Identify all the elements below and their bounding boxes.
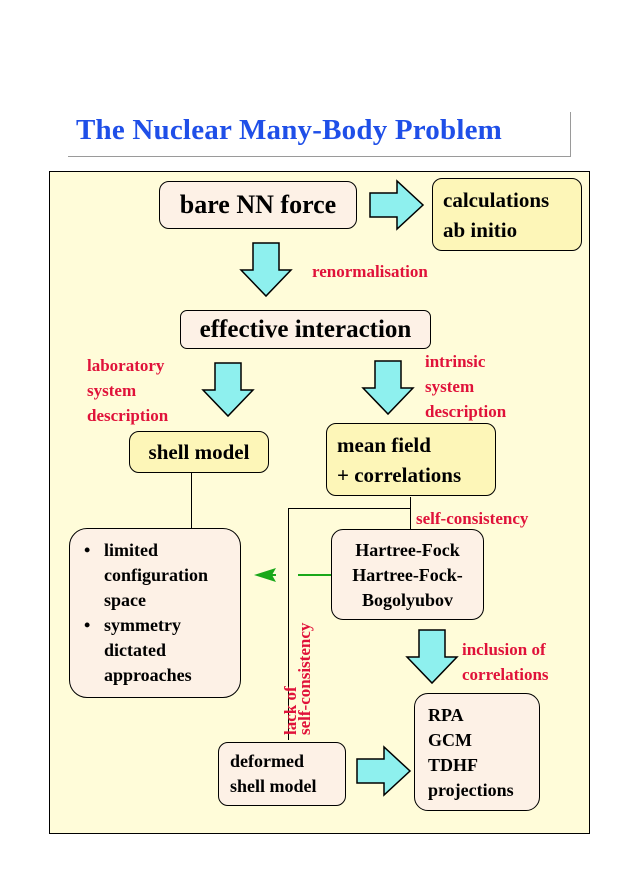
bullet-continuation: approaches — [104, 665, 192, 685]
node-bare-nn-force: bare NN force — [159, 181, 357, 229]
node-deformed-shell-model: deformed shell model — [218, 742, 346, 806]
arrow-right-icon — [356, 745, 412, 797]
node-line: TDHF — [428, 755, 479, 775]
label-laboratory: laboratory system description — [87, 356, 169, 425]
node-hartree-fock: Hartree-Fock Hartree-Fock- Bogolyubov — [331, 529, 484, 620]
node-shell-model: shell model — [129, 431, 269, 473]
node-label: shell model — [148, 440, 250, 464]
node-line: + correlations — [337, 463, 462, 487]
bullet-item: •limited — [84, 540, 158, 560]
label-self-consistency: self-consistency — [416, 509, 529, 528]
node-line: Hartree-Fock — [355, 540, 460, 560]
node-line: shell model — [230, 776, 317, 796]
arrow-down-icon — [239, 242, 293, 298]
bullet-item: •symmetry — [84, 615, 181, 635]
node-limitations: •limited configuration space •symmetry d… — [69, 528, 241, 698]
bullet-continuation: space — [104, 590, 146, 610]
node-line: GCM — [428, 730, 472, 750]
connector-shell-to-limitations — [191, 472, 192, 528]
connector-horizontal — [288, 508, 411, 509]
arrow-down-icon — [405, 629, 459, 685]
label-intrinsic: intrinsic system description — [425, 352, 507, 421]
arrow-down-icon — [361, 360, 415, 416]
node-line: deformed — [230, 751, 304, 771]
node-beyond-mean-field: RPA GCM TDHF projections — [414, 693, 540, 811]
node-label: effective interaction — [199, 316, 412, 343]
page-title: The Nuclear Many-Body Problem — [76, 114, 503, 146]
node-mean-field: mean field + correlations — [326, 423, 496, 496]
title-box: The Nuclear Many-Body Problem — [68, 112, 571, 157]
node-line: projections — [428, 780, 514, 800]
node-line: Hartree-Fock- — [352, 565, 463, 585]
node-line: calculations — [443, 188, 550, 212]
connector-vertical-left — [288, 508, 289, 740]
node-ab-initio: calculations ab initio — [432, 178, 582, 251]
node-line: mean field — [337, 433, 431, 457]
arrow-right-icon — [369, 179, 425, 231]
node-effective-interaction: effective interaction — [180, 310, 431, 349]
label-inclusion-of-correlations: inclusion of correlations — [462, 640, 549, 684]
label-self-consistency-vertical: self-consistency — [295, 622, 314, 735]
bullet-continuation: dictated — [104, 640, 166, 660]
arrow-down-icon — [201, 362, 255, 418]
bullet-continuation: configuration — [104, 565, 209, 585]
node-line: ab initio — [443, 218, 518, 242]
node-line: Bogolyubov — [361, 590, 454, 610]
node-label: bare NN force — [179, 190, 337, 219]
label-renormalisation: renormalisation — [312, 262, 428, 281]
connector-meanfield-down — [410, 497, 411, 529]
green-arrow-icon — [254, 568, 332, 582]
node-line: RPA — [428, 705, 464, 725]
